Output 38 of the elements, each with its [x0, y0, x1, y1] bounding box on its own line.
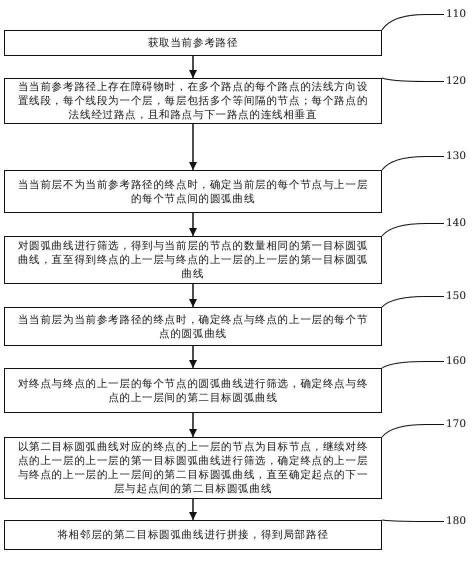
step-number: 120 [446, 75, 466, 87]
arrow [189, 346, 197, 368]
arrow [189, 413, 197, 437]
step-text: 获取当前参考路径 [148, 36, 238, 50]
process-box [4, 437, 382, 499]
arrow [189, 213, 197, 236]
process-box [4, 236, 382, 284]
step-text: 当当前层为当前参考路径的终点时，确定终点与终点的上一层的每个节点的圆弧曲线 [16, 312, 370, 340]
step-text: 以第二目标圆弧曲线对应的终点的上一层的节点为目标节点，继续对终点的上一层的上一层的第一目标圆弧曲线进行筛选，确定终点的上一层与终点的上一层的上一层间的第二目标圆弧曲线，直至确定起点的下一层与起点间的第二目标圆弧曲线 [16, 440, 370, 496]
leader-line [382, 361, 444, 368]
step-text: 对圆弧曲线进行筛选，得到与当前层的节点的数量相同的第一目标圆弧曲线，直至得到终点的上一层与终点的上一层的上一层的第一目标圆弧曲线 [16, 239, 370, 281]
step-number: 140 [446, 217, 466, 229]
process-box [4, 30, 382, 56]
step-number: 110 [446, 8, 466, 20]
step-number: 160 [446, 355, 466, 367]
leader-line [382, 78, 444, 82]
step-number: 180 [446, 515, 466, 527]
leader-line [382, 14, 444, 30]
leader-line [382, 520, 444, 522]
step-text: 当当前层不为当前参考路径的终点时，确定当前层的每个节点与上一层的每个节点间的圆弧曲线 [16, 178, 370, 206]
arrow [189, 284, 197, 307]
arrow [189, 124, 197, 170]
step-text: 对终点与终点的上一层的每个节点的圆弧曲线进行筛选，确定终点与终点的上一层间的第二目标圆弧曲线 [16, 376, 370, 404]
step-text: 当当前参考路径上存在障碍物时，在多个路点的每个路点的法线方向设置线段，每个线段为一个层，每层包括多个等间隔的节点；每个路点的法线经过路点，且和路点与下一路点的连线相垂直 [16, 80, 370, 122]
leader-line [382, 296, 444, 308]
process-box [4, 307, 382, 346]
step-number: 170 [446, 418, 466, 430]
process-box [4, 368, 382, 413]
arrow [189, 499, 197, 520]
leader-line [382, 156, 444, 170]
process-box [4, 520, 382, 550]
leader-line [382, 223, 444, 236]
step-number: 130 [446, 150, 466, 162]
step-number: 150 [446, 290, 466, 302]
process-box [4, 170, 382, 213]
step-text: 将相邻层的第二目标圆弧曲线进行拼接，得到局部路径 [57, 528, 329, 542]
leader-line [382, 424, 444, 438]
arrow [189, 56, 197, 78]
